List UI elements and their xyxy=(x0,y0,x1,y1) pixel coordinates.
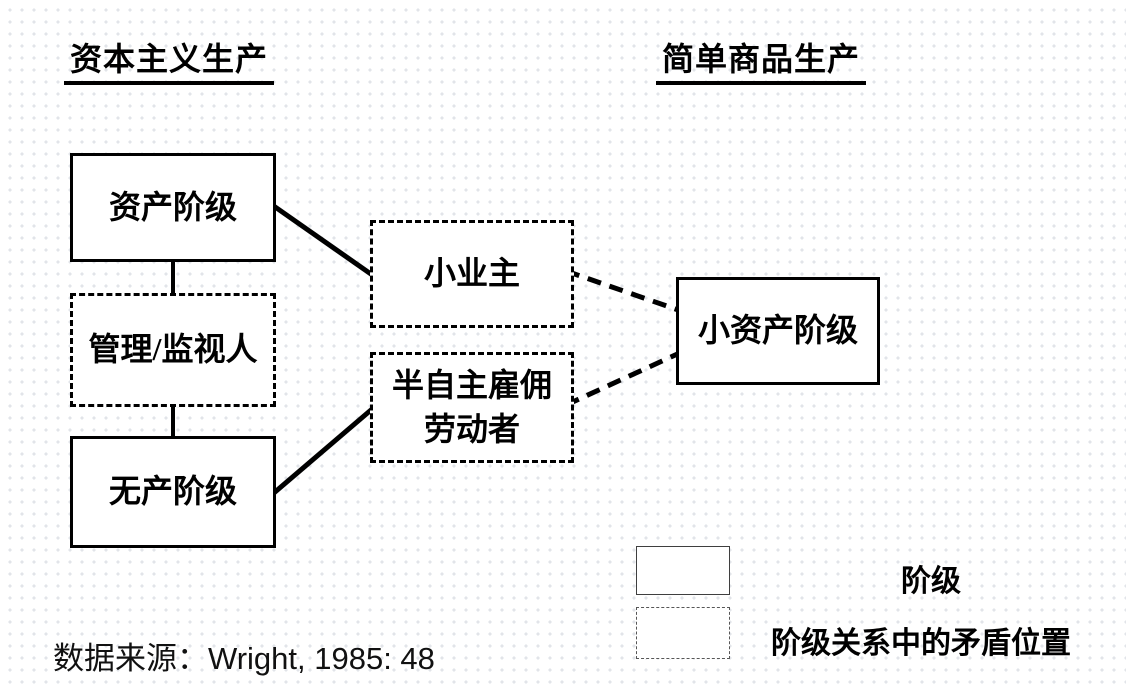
source-citation: 数据来源：Wright, 1985: 48 xyxy=(53,641,435,676)
node-managers-supervisors: 管理/监视人 xyxy=(70,293,276,407)
node-managers-supervisors-label: 管理/监视人 xyxy=(88,331,258,368)
title-simple-commodity-production: 简单商品生产 xyxy=(656,41,867,85)
legend-solid-box-swatch xyxy=(636,546,730,595)
legend-class-label: 阶级 xyxy=(901,565,961,598)
node-petty-bourgeoisie: 小资产阶级 xyxy=(676,277,880,385)
edge-proletariat-semi-autonomous xyxy=(266,402,380,500)
edge-bourgeoisie-small-employers xyxy=(266,199,380,282)
node-small-employers-label: 小业主 xyxy=(423,255,520,292)
legend-dashed-box-swatch xyxy=(636,607,730,659)
edge-semi-autonomous-petty-bourgeoisie xyxy=(564,348,686,408)
node-small-employers: 小业主 xyxy=(370,220,574,328)
title-capitalist-production: 资本主义生产 xyxy=(64,41,275,85)
legend-contradictory-position-label: 阶级关系中的矛盾位置 xyxy=(771,627,1071,660)
node-proletariat-label: 无产阶级 xyxy=(108,473,237,510)
node-semi-autonomous-wage-laborers: 半自主雇佣劳动者 xyxy=(370,352,574,463)
node-proletariat: 无产阶级 xyxy=(70,436,276,548)
node-bourgeoisie: 资产阶级 xyxy=(70,153,276,262)
edge-small-employers-petty-bourgeoisie xyxy=(565,268,685,315)
node-bourgeoisie-label: 资产阶级 xyxy=(108,188,237,225)
node-semi-autonomous-wage-laborers-label: 半自主雇佣劳动者 xyxy=(391,367,552,447)
node-petty-bourgeoisie-label: 小资产阶级 xyxy=(697,312,858,349)
